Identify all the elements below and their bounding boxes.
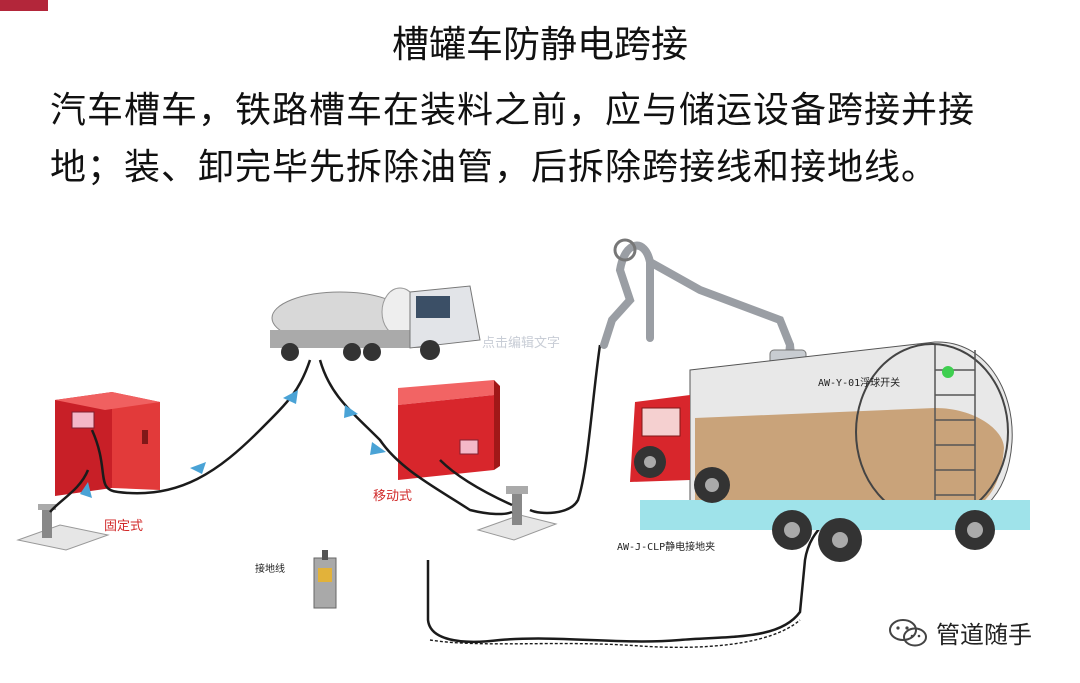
ground-wire-label: 接地线 (255, 564, 285, 575)
tanker-truck (270, 285, 481, 361)
wechat-icon (889, 618, 927, 646)
float-switch-label: AW-Y-01浮球开关 (818, 378, 901, 389)
mobile-grounding-box (398, 380, 500, 480)
brand-badge: 管道随手 (888, 615, 1032, 650)
fixed-label: 固定式 (104, 519, 144, 534)
brand-name: 管道随手 (936, 621, 1032, 649)
body-paragraph: 汽车槽车，铁路槽车在装料之前，应与储运设备跨接并接地；装、卸完毕先拆除油管，后拆… (50, 90, 976, 188)
mobile-ground-post (476, 486, 558, 541)
ground-wire-tester (313, 550, 337, 609)
edit-text-watermark: 点击编辑文字 (482, 336, 561, 351)
fixed-ground-post (16, 504, 110, 551)
corner-tab (0, 0, 48, 11)
mobile-label: 移动式 (373, 489, 413, 504)
coiled-ground-wire (426, 517, 829, 644)
ground-clamp-label: AW-J-CLP静电接地夹 (617, 542, 716, 553)
tanker-trailer (630, 341, 1030, 562)
fixed-grounding-cabinet (55, 392, 160, 496)
page-title: 槽罐车防静电跨接 (392, 23, 688, 66)
